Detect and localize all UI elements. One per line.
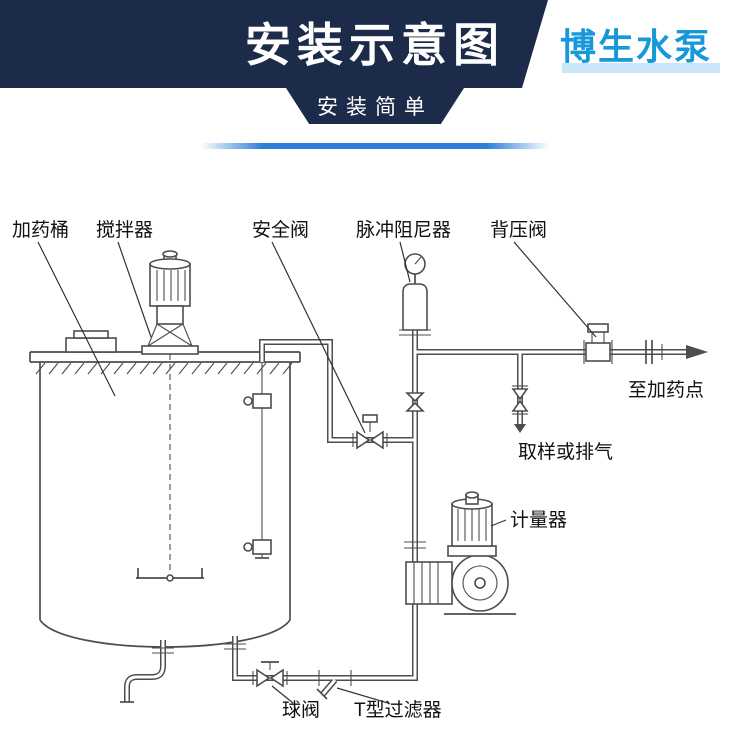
label-ball-valve: 球阀 — [282, 699, 320, 721]
lid-hatching — [35, 362, 293, 375]
union-fitting — [405, 392, 425, 412]
discharge-union — [645, 340, 663, 364]
label-agitator: 搅拌器 — [96, 219, 153, 241]
leader-lines — [37, 241, 597, 704]
subtitle-tab: 安装简单 — [286, 88, 464, 124]
pump-motor-base — [447, 545, 497, 557]
metering-pump-drawing — [405, 491, 516, 615]
label-safety-valve: 安全阀 — [252, 219, 309, 241]
label-sampling-or-vent: 取样或排气 — [518, 441, 613, 463]
mixer-stand — [147, 323, 193, 347]
label-to-dosing-point: 至加药点 — [628, 379, 704, 401]
flow-arrow — [686, 345, 708, 359]
lid-port — [65, 337, 117, 353]
t-filter-drawing — [316, 670, 352, 700]
accent-line — [200, 143, 550, 149]
label-back-pressure-valve: 背压阀 — [490, 219, 547, 241]
label-pulse-damper: 脉冲阻尼器 — [356, 219, 451, 241]
label-dosing-tank: 加药桶 — [12, 219, 69, 241]
title-banner: 安装示意图 博生水泵 — [0, 0, 750, 88]
agitator-drawing — [136, 250, 204, 582]
mixer-base — [141, 345, 199, 355]
installation-diagram: 加药桶 搅拌器 安全阀 脉冲阻尼器 背压阀 至加药点 取样或排气 计量器 球阀 … — [12, 219, 708, 721]
subtitle: 安装简单 — [317, 96, 433, 119]
brand-name: 博生水泵 — [559, 26, 712, 67]
flange-fittings — [120, 541, 426, 703]
label-metering-pump: 计量器 — [510, 509, 567, 531]
dosing-tank-drawing — [29, 330, 301, 648]
ball-valve-drawing — [252, 661, 288, 688]
pump-head — [405, 561, 453, 605]
pressure-gauge — [404, 253, 426, 286]
labels: 加药桶 搅拌器 安全阀 脉冲阻尼器 背压阀 至加药点 取样或排气 计量器 球阀 … — [12, 219, 704, 721]
pulse-damper-drawing — [399, 283, 431, 336]
brand-area: 博生水泵 — [522, 0, 750, 88]
dip-tube-drawing — [243, 362, 272, 559]
gearbox — [156, 305, 184, 325]
sampling-valve-drawing — [511, 385, 529, 433]
page-title: 安装示意图 — [245, 19, 505, 71]
brand-highlight — [562, 63, 720, 73]
impeller — [136, 568, 204, 582]
agitator-motor — [149, 263, 191, 307]
piping — [124, 330, 690, 702]
diagram-area: 加药桶 搅拌器 安全阀 脉冲阻尼器 背压阀 至加药点 取样或排气 计量器 球阀 … — [0, 190, 750, 750]
safety-valve-drawing — [352, 414, 388, 450]
label-t-filter: T型过滤器 — [354, 699, 442, 721]
back-pressure-valve-drawing — [583, 323, 613, 364]
